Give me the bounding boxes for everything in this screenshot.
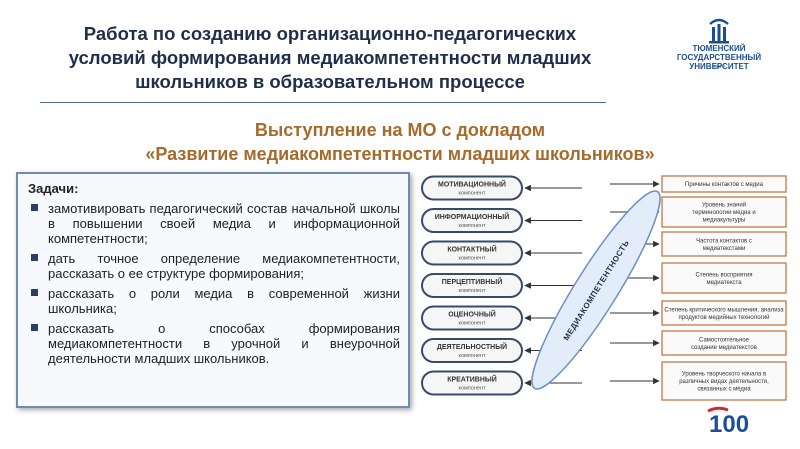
task-item: дать точное определение медиакомпетентно… [26,251,400,281]
component-pill [421,175,523,201]
level-text: Частота контактов с [696,238,752,244]
component-sub: компонент [459,223,486,229]
center-ellipse [531,190,661,390]
level-text: Уровень знаний [702,202,746,209]
university-abbr: ТЮГУ [712,64,726,69]
task-item: рассказать о роли медиа в современной жи… [26,286,400,316]
level-box [661,196,787,228]
subtitle-line: «Развитие медиакомпетентности младших шк… [145,144,655,164]
square-bullet-icon [31,254,38,261]
component-name: ПЕРЦЕПТИВНЫЙ [442,277,502,286]
tasks-list: замотивировать педагогический состав нач… [26,201,400,366]
component-pill [421,338,523,363]
brand-swoosh-icon [707,406,729,413]
task-text: замотивировать педагогический состав нач… [48,201,400,246]
level-text: продуктов медийных технологий [679,314,770,321]
university-name: ТЮМЕНСКИЙ ГОСУДАРСТВЕННЫЙ УНИВЕРСИТЕТ [652,44,786,71]
component-name: ДЕЯТЕЛЬНОСТНЫЙ [437,342,507,351]
title-line: условий формирования медиакомпетентности… [68,47,592,68]
component-name: ИНФОРМАЦИОННЫЙ [435,212,510,221]
level-text: Степень восприятия [695,272,752,278]
level-text: связанных с медиа [697,387,751,393]
component-sub: компонент [459,256,486,262]
component-pill [421,273,523,298]
square-bullet-icon [31,324,38,331]
component-sub: компонент [459,386,486,392]
level-box [661,361,787,401]
level-text: медиакультуры [703,218,746,224]
task-item: замотивировать педагогический состав нач… [26,201,400,246]
component-name: КОНТАКТНЫЙ [447,245,496,254]
task-text: дать точное определение медиакомпетентно… [48,251,400,281]
level-box [661,300,787,326]
component-pill [421,240,523,266]
component-name: КРЕАТИВНЫЙ [447,375,497,384]
component-sub: компонент [459,353,486,359]
university-name-line: ТЮМЕНСКИЙ ГОСУДАРСТВЕННЫЙ [676,44,762,62]
level-text: Причины контактов с медиа [685,182,764,188]
component-name: МОТИВАЦИОННЫЙ [438,180,506,189]
title-line: школьников в образовательном процессе [135,71,525,92]
slide-title: Работа по созданию организационно-педаго… [40,22,620,94]
center-ellipse-group: МЕДИАКОМПЕТЕНТНОСТЬ [531,190,661,390]
media-competence-diagram: МЕДИАКОМПЕТЕНТНОСТЬ МОТИВАЦИОННЫЙ компонен… [421,175,787,401]
level-box [661,262,787,294]
level-text: Степень критического мышления, анализа [664,307,784,313]
level-text: различных видах деятельности, [679,379,769,385]
tasks-panel: Задачи: замотивировать педагогический со… [16,172,410,408]
level-text: Уровень творческого начала в [682,372,766,378]
title-line: Работа по созданию организационно-педаго… [83,23,577,44]
component-pill [421,370,523,396]
task-text: рассказать о роли медиа в современной жи… [48,286,400,316]
brand-mark-text: 100 [709,411,749,437]
brand-100-mark: 100 [707,406,749,437]
talk-subtitle: Выступление на МО с докладом «Развитие м… [40,118,760,166]
level-box [661,330,787,356]
university-emblem-icon [709,18,729,44]
level-text: медиатекстами [703,246,746,252]
component-pill [421,305,523,331]
square-bullet-icon [31,289,38,296]
level-box [661,175,787,193]
level-text: терминологии медиа и [692,210,755,216]
component-name: ОЦЕНОЧНЫЙ [448,310,496,319]
level-box [661,231,787,257]
square-bullet-icon [31,204,38,211]
university-name-line: УНИВЕРСИТЕТ [689,62,749,71]
title-divider [40,102,606,103]
level-text: создание медиатекстов [691,345,757,351]
task-text: рассказать о способах формирования медиа… [48,321,400,366]
component-sub: компонент [459,288,486,294]
component-sub: компонент [459,321,486,327]
level-text: Самостоятельное [699,337,750,343]
tasks-heading: Задачи: [28,181,79,196]
university-logo: ТЮМЕНСКИЙ ГОСУДАРСТВЕННЫЙ УНИВЕРСИТЕТ ТЮ… [652,14,786,84]
level-text: медиатекста [706,280,742,286]
component-pill [421,208,523,233]
task-item: рассказать о способах формирования медиа… [26,321,400,366]
component-sub: компонент [459,191,486,197]
subtitle-line: Выступление на МО с докладом [254,120,546,140]
